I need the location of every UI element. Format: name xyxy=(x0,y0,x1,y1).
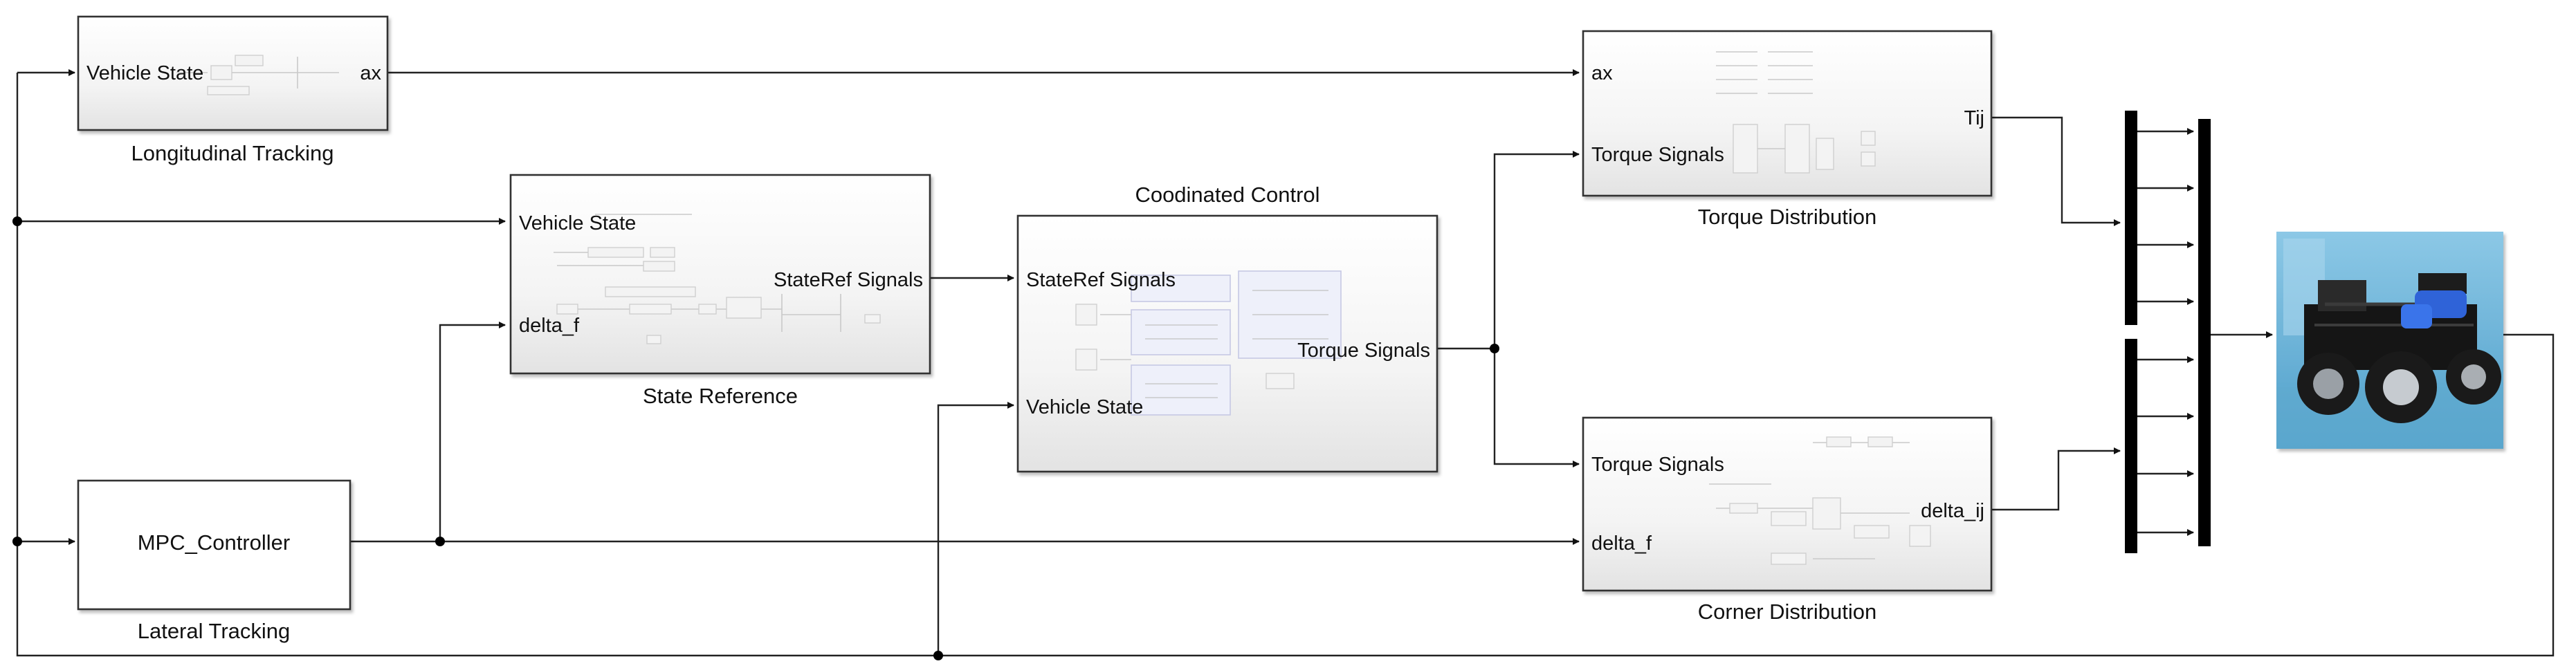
block-lateral-tracking[interactable]: MPC_Controller Lateral Tracking xyxy=(77,479,351,643)
port-stateref-signals: StateRef Signals xyxy=(774,269,923,291)
port-stateref-signals: StateRef Signals xyxy=(1026,269,1176,291)
junction-dot xyxy=(12,537,22,546)
block-title: State Reference xyxy=(643,384,798,408)
port-delta-f: delta_f xyxy=(519,315,580,337)
corner-distribution-internal-preview xyxy=(1709,436,1931,565)
port-ax: ax xyxy=(1591,62,1613,84)
mpc-controller-label: MPC_Controller xyxy=(138,530,291,555)
coordinated-internal-preview xyxy=(1075,270,1342,416)
port-torque-signals: Torque Signals xyxy=(1591,144,1724,166)
demux-bar-delta-ij[interactable] xyxy=(2125,339,2137,553)
block-torque-distribution[interactable]: ax Torque Signals Tij Torque Distributio… xyxy=(1582,30,1993,229)
port-torque-signals: Torque Signals xyxy=(1297,340,1430,362)
state-reference-internal-preview xyxy=(554,214,881,344)
port-vehicle-state: Vehicle State xyxy=(1026,396,1143,418)
port-delta-f: delta_f xyxy=(1591,532,1652,555)
block-title: Coodinated Control xyxy=(1135,183,1319,207)
wire-torque-to-distribution xyxy=(1493,151,1580,349)
block-state-reference[interactable]: Vehicle State delta_f StateRef Signals S… xyxy=(509,174,931,408)
block-title: Torque Distribution xyxy=(1698,205,1876,229)
junction-dot xyxy=(1490,344,1499,353)
wire-delta-f-to-state-ref xyxy=(439,322,506,541)
vehicle-chassis-icon xyxy=(2297,273,2501,423)
junction-dot xyxy=(12,216,22,226)
signal-wires xyxy=(12,69,2555,660)
block-title: Longitudinal Tracking xyxy=(131,141,334,165)
wire-tij xyxy=(1991,116,2121,226)
block-title: Corner Distribution xyxy=(1698,600,1876,624)
wire-to-coordinated-state xyxy=(937,402,1014,656)
port-vehicle-state: Vehicle State xyxy=(86,62,203,84)
port-vehicle-state: Vehicle State xyxy=(519,212,636,234)
demux-bar-tij[interactable] xyxy=(2125,111,2137,325)
torque-distribution-internal-preview xyxy=(1716,51,1876,174)
longitudinal-internal-preview xyxy=(176,55,339,95)
port-torque-signals: Torque Signals xyxy=(1591,454,1724,476)
vehicle-photo[interactable] xyxy=(2276,232,2503,449)
junction-dot xyxy=(933,651,943,660)
junction-dot xyxy=(435,537,445,546)
wire-delta-ij xyxy=(1991,447,2121,511)
wire-torque-to-corner xyxy=(1493,349,1580,467)
block-coordinated-control[interactable]: StateRef Signals Vehicle State Torque Si… xyxy=(1016,183,1438,473)
port-tij: Tij xyxy=(1964,107,1984,129)
bus-wires xyxy=(2137,128,2194,536)
block-title: Lateral Tracking xyxy=(138,619,291,643)
port-ax: ax xyxy=(360,62,381,84)
block-corner-distribution[interactable]: Torque Signals delta_f delta_ij Corner D… xyxy=(1582,416,1993,624)
port-delta-ij: delta_ij xyxy=(1921,500,1984,522)
mux-bar[interactable] xyxy=(2198,119,2211,546)
wire-vehicle-feedback xyxy=(16,73,2555,657)
block-longitudinal-tracking[interactable]: Vehicle State ax Longitudinal Tracking xyxy=(77,15,389,165)
